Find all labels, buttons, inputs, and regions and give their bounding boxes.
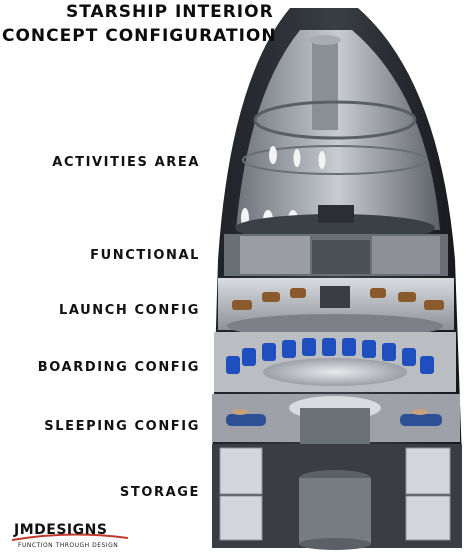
page-title: STARSHIP INTERIOR CONCEPT CONFIGURATION — [0, 0, 280, 48]
storage-lockers — [219, 447, 451, 541]
label-functional: FUNCTIONAL — [90, 248, 200, 263]
jmdesigns-logo: JMDESIGNS FUNCTION THROUGH DESIGN — [10, 520, 130, 554]
title-line-2: CONCEPT CONFIGURATION — [2, 26, 277, 46]
central-column — [312, 40, 338, 130]
title-line-1: STARSHIP INTERIOR — [66, 2, 274, 22]
boarding-seats — [226, 338, 434, 374]
logo-swoosh — [11, 533, 129, 541]
sleeping-pods — [226, 414, 442, 426]
logo-tagline: FUNCTION THROUGH DESIGN — [18, 542, 119, 549]
label-storage: STORAGE — [119, 485, 200, 500]
launch-seats — [232, 288, 444, 310]
logo-name: JMDESIGNS — [14, 522, 108, 538]
label-boarding-config: BOARDING CONFIG — [37, 360, 200, 375]
label-sleeping-config: SLEEPING CONFIG — [44, 419, 200, 434]
label-launch-config: LAUNCH CONFIG — [59, 303, 200, 318]
label-activities-area: ACTIVITIES AREA — [52, 155, 200, 170]
